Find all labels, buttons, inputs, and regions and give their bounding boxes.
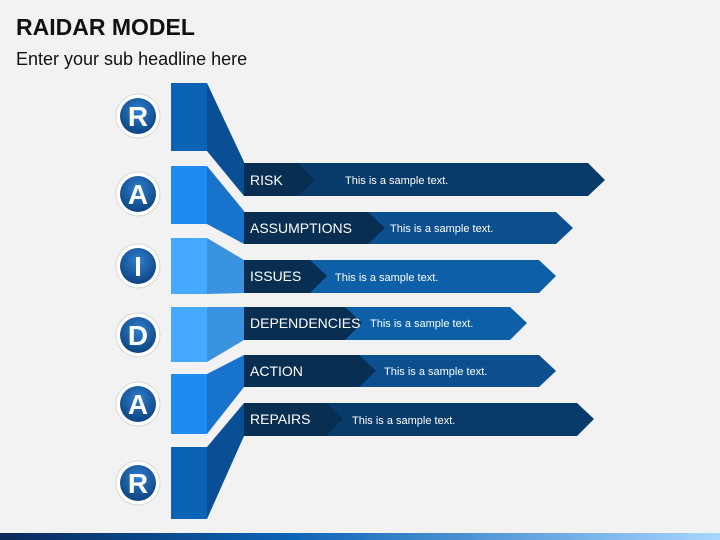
page-title: RAIDAR MODEL bbox=[16, 14, 195, 40]
text-issues: This is a sample text. bbox=[335, 272, 438, 284]
block-3 bbox=[171, 238, 244, 294]
letter-circle-r-top: R bbox=[115, 93, 161, 139]
label-action: ACTION bbox=[250, 363, 303, 379]
block-6 bbox=[171, 403, 244, 519]
label-issues: ISSUES bbox=[250, 268, 301, 284]
letter-a-first: A bbox=[128, 179, 148, 210]
letter-circle-a-second: A bbox=[115, 381, 161, 427]
text-action: This is a sample text. bbox=[384, 366, 487, 378]
arrow-row-6 bbox=[244, 403, 594, 436]
letter-circle-d: D bbox=[115, 312, 161, 358]
block-1 bbox=[171, 83, 244, 196]
letter-circle-a-first: A bbox=[115, 171, 161, 217]
text-risk: This is a sample text. bbox=[345, 175, 448, 187]
arrow-row-3 bbox=[244, 260, 556, 293]
letter-r-bottom: R bbox=[128, 468, 148, 499]
block-2 bbox=[171, 166, 244, 244]
arrow-row-1 bbox=[244, 163, 605, 196]
arrow-row-5 bbox=[244, 355, 556, 387]
arrow-row-4 bbox=[244, 307, 527, 340]
text-repairs: This is a sample text. bbox=[352, 415, 455, 427]
label-risk: RISK bbox=[250, 172, 283, 188]
arrow-row-2 bbox=[244, 212, 573, 244]
label-dependencies: DEPENDENCIES bbox=[250, 315, 360, 331]
block-5 bbox=[171, 355, 244, 434]
page-subtitle: Enter your sub headline here bbox=[16, 49, 248, 69]
letter-circle-i: I bbox=[115, 243, 161, 289]
block-4 bbox=[171, 307, 244, 362]
text-dependencies: This is a sample text. bbox=[370, 318, 473, 330]
letter-i: I bbox=[134, 251, 142, 282]
label-repairs: REPAIRS bbox=[250, 411, 310, 427]
text-assumptions: This is a sample text. bbox=[390, 223, 493, 235]
letter-d: D bbox=[128, 320, 148, 351]
bottom-accent-bar bbox=[0, 533, 720, 540]
label-assumptions: ASSUMPTIONS bbox=[250, 220, 352, 236]
letter-circle-r-bottom: R bbox=[115, 460, 161, 506]
letter-r-top: R bbox=[128, 101, 148, 132]
letter-a-second: A bbox=[128, 389, 148, 420]
